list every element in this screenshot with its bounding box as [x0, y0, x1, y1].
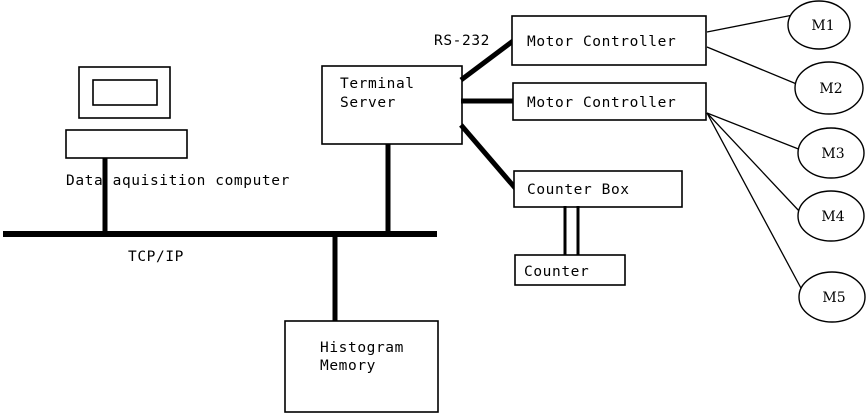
- motor-m3-node[interactable]: M3: [797, 127, 865, 179]
- motor-m1-node[interactable]: M1: [787, 0, 851, 50]
- motor-controller-2-label: Motor Controller: [527, 95, 676, 111]
- counter-node[interactable]: Counter: [514, 254, 626, 286]
- terminal-server-box: [321, 65, 463, 145]
- motor-m1-ellipse: [787, 0, 851, 50]
- motor-controller-1-box: [511, 15, 707, 66]
- link-terminal-server-to-counter-box: [459, 123, 518, 191]
- motor-controller-1-node[interactable]: Motor Controller: [511, 15, 707, 66]
- counter-box-node[interactable]: Counter Box: [513, 170, 683, 208]
- monitor-screen: [92, 79, 158, 106]
- motor-controller-1-label: Motor Controller: [527, 34, 676, 50]
- motor-m3-label: M3: [821, 146, 844, 162]
- motor-m5-label: M5: [822, 290, 845, 306]
- counter-box-label: Counter Box: [527, 182, 630, 198]
- terminal-server-label-line1: Terminal: [340, 76, 415, 92]
- link-motor-controller-1-to-m1: [706, 14, 794, 33]
- motor-m4-label: M4: [821, 209, 844, 225]
- link-motor-controller-2-to-m3: [706, 112, 802, 151]
- computer-chassis: [65, 129, 188, 159]
- motor-m1-label: M1: [811, 18, 834, 34]
- motor-m3-ellipse: [797, 127, 865, 179]
- histogram-memory-label-line2: Memory: [320, 358, 376, 374]
- terminal-server-label-line2: Server: [340, 95, 396, 111]
- data-acquisition-computer[interactable]: [65, 66, 188, 159]
- link-motor-controller-2-to-m5: [706, 112, 803, 291]
- motor-controller-2-box: [512, 82, 707, 121]
- motor-m2-label: M2: [819, 81, 842, 97]
- link-terminal-server-to-motor-controller-1: [459, 39, 515, 82]
- histogram-memory-box: [284, 320, 439, 413]
- motor-m2-ellipse: [794, 61, 864, 115]
- counter-box-rect: [513, 170, 683, 208]
- counter-label: Counter: [524, 264, 589, 280]
- histogram-memory-node[interactable]: Histogram Memory: [284, 320, 439, 413]
- data-acquisition-computer-caption: Data aquisition computer: [66, 173, 290, 189]
- tcpip-label: TCP/IP: [128, 249, 184, 265]
- terminal-server-node[interactable]: Terminal Server: [321, 65, 463, 145]
- link-motor-controller-2-to-m4: [706, 112, 801, 213]
- link-motor-controller-1-to-m2: [706, 46, 800, 86]
- motor-m5-ellipse: [798, 271, 866, 323]
- motor-m4-node[interactable]: M4: [797, 190, 865, 242]
- motor-m4-ellipse: [797, 190, 865, 242]
- counter-rect: [514, 254, 626, 286]
- motor-m5-node[interactable]: M5: [798, 271, 866, 323]
- motor-m2-node[interactable]: M2: [794, 61, 864, 115]
- histogram-memory-label-line1: Histogram: [320, 340, 404, 356]
- rs232-label: RS-232: [434, 33, 490, 49]
- motor-controller-2-node[interactable]: Motor Controller: [512, 82, 707, 121]
